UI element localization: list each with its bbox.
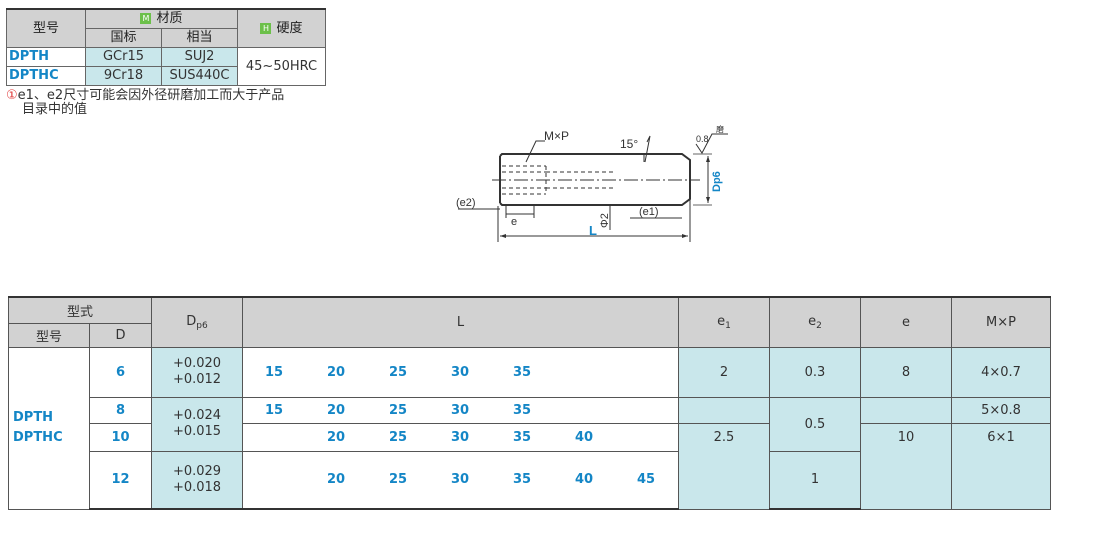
d-header: D [89, 322, 152, 348]
type-header: 型式 [8, 296, 152, 324]
l-header: L [242, 296, 679, 348]
e2-cell: 1 [769, 450, 861, 510]
e-cell: 10 [860, 422, 952, 510]
mxp-label: M×P [544, 129, 569, 143]
model-header: 型号 [8, 322, 90, 348]
e-label: e [511, 216, 517, 228]
dp6-cell: +0.024 +0.015 [151, 396, 243, 452]
e-cell [860, 396, 952, 424]
e1-cell: 2 [678, 346, 770, 398]
note-line-1: e1、e2尺寸可能会因外径研磨加工而大于产品 [17, 88, 285, 103]
e1-cell [678, 396, 770, 424]
l-cell: 15 20 25 30 35 [242, 396, 679, 424]
model-header: 型号 [6, 8, 86, 48]
equivalent-cell: SUS440C [161, 65, 238, 86]
e2-label: (e2) [456, 197, 476, 209]
e-cell: 8 [860, 346, 952, 398]
note-mark-icon: ① [6, 88, 18, 103]
e2-cell: 0.5 [769, 396, 861, 452]
national-cell: GCr15 [85, 46, 162, 67]
d-cell: 10 [89, 422, 152, 452]
material-badge-icon: M [140, 13, 152, 25]
e1-label: (e1) [639, 206, 659, 218]
d-cell: 6 [89, 346, 152, 398]
mxp-header: M×P [951, 296, 1051, 348]
d-cell: 8 [89, 396, 152, 424]
mxp-cell: 4×0.7 [951, 346, 1051, 398]
l-cell: 20 25 30 35 40 45 [242, 450, 679, 510]
pin-drawing: M×P 15° 0.8 磨 (e2) e (e1) L Φ2 Dp6 [456, 124, 728, 242]
hardness-badge-icon: H [260, 22, 272, 34]
length-label: L [589, 223, 597, 238]
equivalent-header: 相当 [161, 27, 238, 48]
angle-label: 15° [620, 137, 638, 151]
hardness-cell: 45~50HRC [237, 46, 326, 86]
roughness-symbol: 磨 [716, 124, 724, 134]
dp6-label: Dp6 [711, 171, 723, 192]
e2-cell: 0.3 [769, 346, 861, 398]
equivalent-cell: SUJ2 [161, 46, 238, 67]
d-cell: 12 [89, 450, 152, 510]
note-line-2: 目录中的值 [22, 102, 88, 117]
dimension-table: 型式 Dp6 L e1 e2 e M×P 型号 D DPTH DPTHC 6 +… [8, 296, 1051, 510]
dimension-note: ①e1、e2尺寸可能会因外径研磨加工而大于产品 目录中的值 [6, 89, 284, 117]
model-cell: DPTH DPTHC [8, 346, 90, 510]
phi2-label: Φ2 [599, 213, 611, 228]
dp6-header: Dp6 [151, 296, 243, 348]
roughness-value: 0.8 [696, 134, 709, 144]
dp6-cell: +0.029 +0.018 [151, 450, 243, 510]
l-cell: 20 25 30 35 40 [242, 422, 679, 452]
l-cell: 15 20 25 30 35 [242, 346, 679, 398]
e-header: e [860, 296, 952, 348]
dp6-cell: +0.020 +0.012 [151, 346, 243, 398]
national-cell: 9Cr18 [85, 65, 162, 86]
national-header: 国标 [85, 27, 162, 48]
e1-cell: 2.5 [678, 422, 770, 510]
mxp-cell: 6×1 [951, 422, 1051, 510]
e1-header: e1 [678, 296, 770, 348]
model-cell: DPTH [6, 46, 86, 67]
e2-header: e2 [769, 296, 861, 348]
model-cell: DPTHC [6, 65, 86, 86]
mxp-cell: 5×0.8 [951, 396, 1051, 424]
